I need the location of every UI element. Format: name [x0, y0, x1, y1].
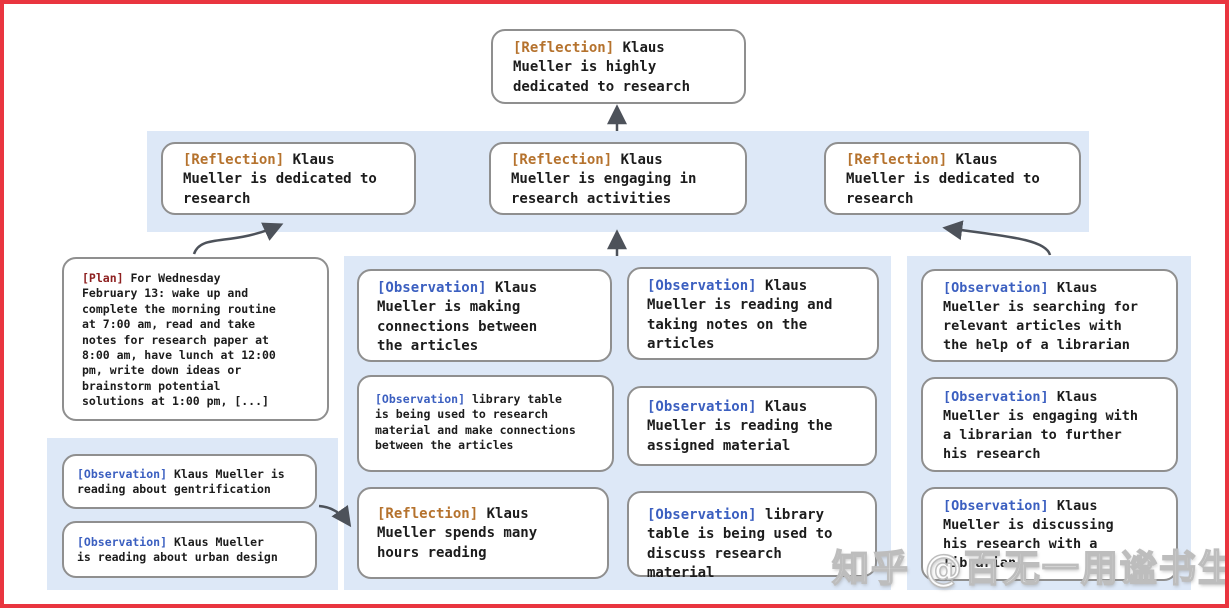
observation-node-taking-notes: [Observation] Klaus Mueller is reading a… — [627, 267, 879, 360]
node-text: Klaus Mueller is reading the assigned ma… — [647, 399, 833, 454]
node-text: Klaus Mueller is engaging with a librari… — [943, 389, 1139, 462]
reflection-node-band-middle: [Reflection] Klaus Mueller is engaging i… — [489, 142, 747, 215]
observation-tag: [Observation] — [647, 507, 757, 523]
node-text: Klaus Mueller spends many hours reading — [377, 506, 538, 561]
node-text: Klaus Mueller is reading and taking note… — [647, 278, 833, 352]
reflection-tag: [Reflection] — [183, 152, 285, 168]
node-text: Klaus Mueller is searching for relevant … — [943, 280, 1139, 353]
observation-tag: [Observation] — [77, 467, 168, 481]
zhihu-watermark: 知乎 @百无一用谧书生 — [831, 546, 1229, 591]
observation-node-library-table-discuss: [Observation] library table is being use… — [627, 491, 877, 581]
observation-node-library-table-research: [Observation] library table is being use… — [357, 375, 614, 472]
reflection-tag: [Reflection] — [377, 506, 479, 522]
observation-node-assigned-material: [Observation] Klaus Mueller is reading t… — [627, 386, 877, 466]
node-text: Klaus Mueller is making connections betw… — [377, 280, 538, 354]
observation-node-discussing-research: [Observation] Klaus Mueller is discussin… — [921, 487, 1178, 581]
node-text: For Wednesday February 13: wake up and c… — [82, 271, 276, 409]
observation-tag: [Observation] — [647, 278, 757, 294]
node-text: Klaus Mueller is reading about urban des… — [77, 535, 278, 565]
observation-node-engaging-librarian: [Observation] Klaus Mueller is engaging … — [921, 377, 1178, 472]
observation-node-urban-design: [Observation] Klaus Mueller is reading a… — [62, 521, 317, 578]
observation-tag: [Observation] — [943, 498, 1049, 514]
arrow-right-panel-to-right-reflection — [942, 220, 1052, 256]
node-text: Klaus Mueller is dedicated to research — [846, 152, 1040, 207]
reflection-node-top: [Reflection] Klaus Mueller is highly ded… — [491, 29, 746, 104]
reflection-node-spends-hours-reading: [Reflection] Klaus Mueller spends many h… — [357, 487, 609, 579]
node-text: Klaus Mueller is discussing his research… — [943, 498, 1114, 571]
reflection-node-band-right: [Reflection] Klaus Mueller is dedicated … — [824, 142, 1081, 215]
node-text: library table is being used to research … — [375, 392, 576, 453]
observation-tag: [Observation] — [943, 389, 1049, 405]
reflection-node-band-left: [Reflection] Klaus Mueller is dedicated … — [161, 142, 416, 215]
observation-tag: [Observation] — [647, 399, 757, 415]
plan-tag: [Plan] — [82, 271, 124, 285]
node-text: Klaus Mueller is reading about gentrific… — [77, 467, 285, 497]
reflection-tag: [Reflection] — [513, 40, 615, 56]
plan-node: [Plan] For Wednesday February 13: wake u… — [62, 257, 329, 421]
node-text: Klaus Mueller is dedicated to research — [183, 152, 377, 207]
observation-node-searching-articles: [Observation] Klaus Mueller is searching… — [921, 269, 1178, 362]
observation-tag: [Observation] — [375, 392, 466, 406]
observation-tag: [Observation] — [943, 280, 1049, 296]
observation-tag: [Observation] — [377, 280, 487, 296]
node-text: library table is being used to discuss r… — [647, 507, 833, 581]
reflection-tag: [Reflection] — [511, 152, 613, 168]
observation-tag: [Observation] — [77, 535, 168, 549]
observation-node-making-connections: [Observation] Klaus Mueller is making co… — [357, 269, 612, 362]
observation-node-gentrification: [Observation] Klaus Mueller is reading a… — [62, 454, 317, 509]
node-text: Klaus Mueller is engaging in research ac… — [511, 152, 697, 207]
reflection-tag: [Reflection] — [846, 152, 948, 168]
node-text: Klaus Mueller is highly dedicated to res… — [513, 40, 691, 95]
